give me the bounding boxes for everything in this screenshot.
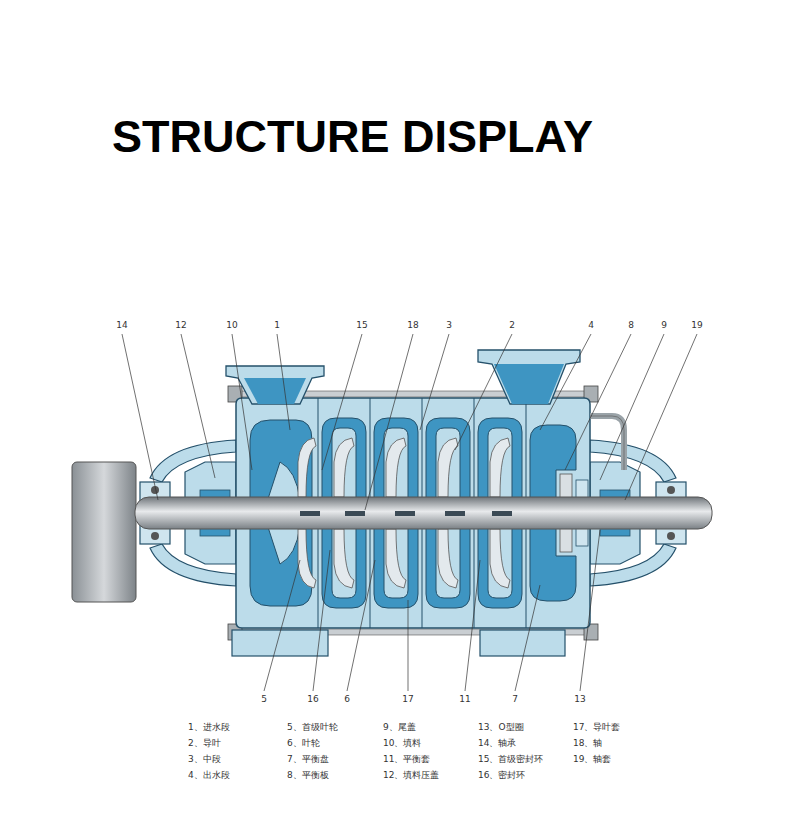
part-label: 16、密封环 [478, 770, 525, 781]
callout-number: 10 [226, 320, 237, 331]
part-label: 13、O型圈 [478, 722, 524, 733]
callout-number: 3 [446, 320, 452, 331]
callout-number: 1 [274, 320, 280, 331]
part-label: 1、进水段 [188, 722, 230, 733]
callout-number: 2 [509, 320, 515, 331]
part-label: 14、轴承 [478, 738, 516, 749]
callout-number: 9 [661, 320, 667, 331]
part-label: 18、轴 [573, 738, 602, 749]
part-label: 3、中段 [188, 754, 221, 765]
part-label: 6、叶轮 [287, 738, 320, 749]
callout-number: 8 [628, 320, 634, 331]
callout-number: 11 [459, 694, 470, 705]
part-label: 17、导叶套 [573, 722, 620, 733]
callout-number: 13 [574, 694, 585, 705]
title: STRUCTURE DISPLAY [112, 112, 593, 162]
part-label: 12、填料压盖 [383, 770, 439, 781]
callout-number: 17 [402, 694, 413, 705]
part-label: 15、首级密封环 [478, 754, 543, 765]
part-label: 5、首级叶轮 [287, 722, 338, 733]
callout-number: 6 [344, 694, 350, 705]
callout-number: 15 [356, 320, 367, 331]
callout-number: 12 [175, 320, 186, 331]
callout-number: 7 [512, 694, 518, 705]
part-label: 9、尾盖 [383, 722, 416, 733]
part-label: 4、出水段 [188, 770, 230, 781]
part-label: 7、平衡盘 [287, 754, 329, 765]
callout-number: 5 [261, 694, 267, 705]
callout-number: 14 [116, 320, 127, 331]
part-label: 19、轴套 [573, 754, 611, 765]
part-label: 11、平衡套 [383, 754, 430, 765]
callout-number: 16 [307, 694, 318, 705]
callout-number: 19 [691, 320, 702, 331]
callout-number: 18 [407, 320, 418, 331]
part-label: 8、平衡板 [287, 770, 329, 781]
part-label: 10、填料 [383, 738, 421, 749]
callout-number: 4 [588, 320, 594, 331]
part-label: 2、导叶 [188, 738, 221, 749]
leader-lines [122, 334, 697, 691]
